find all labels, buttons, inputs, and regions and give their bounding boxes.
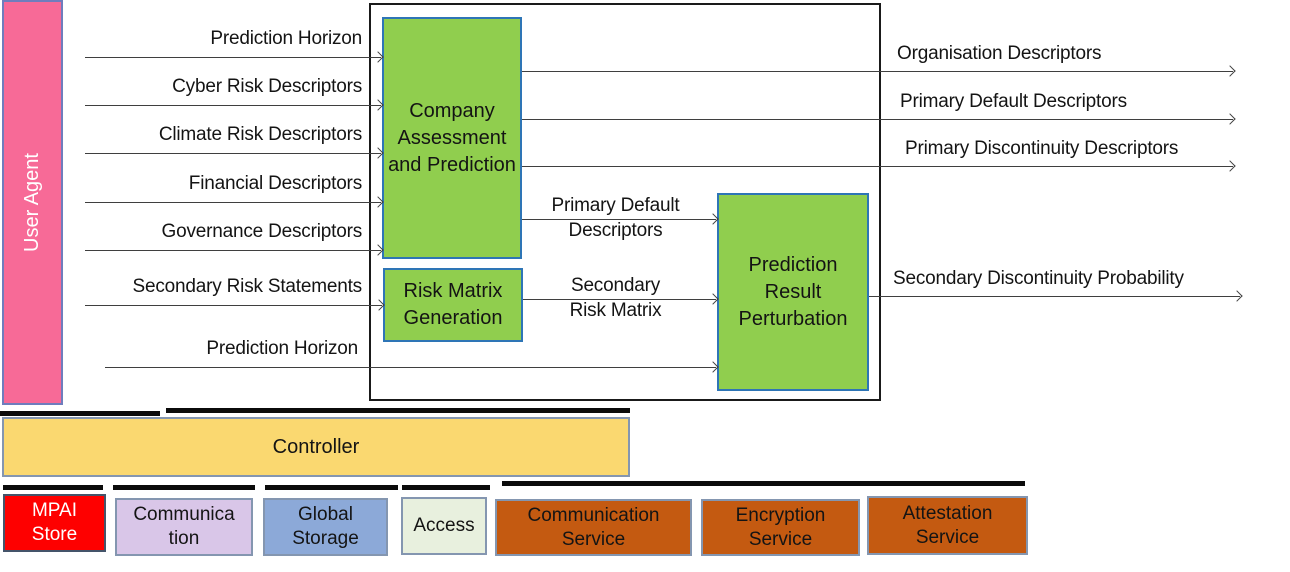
access-label: Access xyxy=(413,515,475,536)
internal-label-primary-default-descriptors: Primary Default Descriptors xyxy=(528,193,703,243)
separator-bar xyxy=(502,481,1025,486)
input-label-cyber-risk-descriptors: Cyber Risk Descriptors xyxy=(172,76,362,97)
output-label-secondary-discontinuity-probability: Secondary Discontinuity Probability xyxy=(893,268,1184,289)
output-flow-arrow-primary-discontinuity-descriptors xyxy=(522,166,1233,167)
attestation-service-box: Attestation Service xyxy=(867,496,1028,555)
input-flow-arrow-prediction-horizon xyxy=(85,57,381,58)
input-flow-arrow-governance-descriptors xyxy=(85,250,381,251)
mpai-store-box: MPAI Store xyxy=(3,494,106,552)
input-label-climate-risk-descriptors: Climate Risk Descriptors xyxy=(158,124,362,145)
aim-company-assessment-prediction-box: Company Assessment and Prediction xyxy=(382,17,522,259)
separator-bar xyxy=(166,408,630,413)
encryption-service-label: Encryption Service xyxy=(735,504,826,550)
internal-flow-arrow-primary-default-descriptors xyxy=(522,219,716,220)
communication-service-label: Communication Service xyxy=(527,504,660,550)
aim-prediction-result-perturbation-box: Prediction Result Perturbation xyxy=(717,193,869,391)
output-flow-arrow-organisation-descriptors xyxy=(522,71,1233,72)
encryption-service-box: Encryption Service xyxy=(701,499,860,556)
internal-flow-arrow-secondary-risk-matrix xyxy=(523,299,716,300)
internal-label-secondary-risk-matrix: Secondary Risk Matrix xyxy=(528,273,703,323)
input-label-prediction-horizon: Prediction Horizon xyxy=(210,28,362,49)
access-box: Access xyxy=(401,497,487,555)
input-flow-arrow-secondary-risk-statements xyxy=(85,305,382,306)
input-flow-arrow-cyber-risk-descriptors xyxy=(85,105,381,106)
internal-label-line1: Secondary xyxy=(570,275,661,296)
internal-label-line2: Risk Matrix xyxy=(569,300,662,321)
output-label-primary-default-descriptors: Primary Default Descriptors xyxy=(900,91,1127,112)
aim-company-assessment-prediction-label: Company Assessment and Prediction xyxy=(388,99,516,176)
communication-label: Communication xyxy=(133,504,235,549)
separator-bar xyxy=(3,485,103,490)
controller-label: Controller xyxy=(272,435,360,458)
separator-bar xyxy=(265,485,398,490)
input-label-secondary-risk-statements: Secondary Risk Statements xyxy=(132,276,363,297)
internal-label-line2: Descriptors xyxy=(568,220,663,241)
separator-bar xyxy=(0,411,160,416)
input-label-prediction-horizon-2: Prediction Horizon xyxy=(206,338,358,359)
controller-bar: Controller xyxy=(2,417,630,477)
input-label-governance-descriptors: Governance Descriptors xyxy=(161,221,363,242)
separator-bar xyxy=(113,485,255,490)
communication-box: Communication xyxy=(115,498,253,556)
input-flow-arrow-prediction-horizon-2 xyxy=(105,367,716,368)
output-flow-arrow-primary-default-descriptors xyxy=(522,119,1233,120)
aim-prediction-result-perturbation-label: Prediction Result Perturbation xyxy=(738,253,848,330)
attestation-service-label: Attestation Service xyxy=(902,502,993,548)
mpai-store-label: MPAI Store xyxy=(31,500,78,545)
input-flow-arrow-financial-descriptors xyxy=(85,202,381,203)
output-label-primary-discontinuity-descriptors: Primary Discontinuity Descriptors xyxy=(905,138,1179,159)
user-agent-box: User Agent xyxy=(2,0,63,405)
separator-bar xyxy=(402,485,490,490)
input-label-financial-descriptors: Financial Descriptors xyxy=(188,173,362,194)
output-flow-arrow-secondary-discontinuity-probability xyxy=(869,296,1240,297)
input-flow-arrow-climate-risk-descriptors xyxy=(85,153,381,154)
communication-service-box: Communication Service xyxy=(495,499,692,556)
aim-risk-matrix-generation-label: Risk Matrix Generation xyxy=(403,280,503,329)
global-storage-box: Global Storage xyxy=(263,498,388,556)
internal-label-line1: Primary Default xyxy=(551,195,680,216)
aim-risk-matrix-generation-box: Risk Matrix Generation xyxy=(383,268,523,342)
output-label-organisation-descriptors: Organisation Descriptors xyxy=(897,43,1102,64)
global-storage-label: Global Storage xyxy=(292,504,359,549)
user-agent-label: User Agent xyxy=(21,153,44,252)
